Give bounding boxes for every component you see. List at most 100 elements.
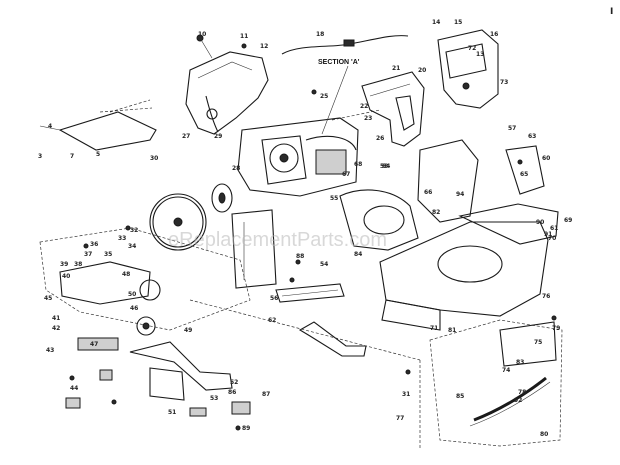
saw-base xyxy=(379,203,559,331)
callout: 31 xyxy=(402,391,410,398)
callout: 81 xyxy=(448,327,456,334)
callout: 55 xyxy=(330,195,338,202)
switch-housing xyxy=(437,29,499,109)
callout: 35 xyxy=(104,251,112,258)
callout: 44 xyxy=(70,385,78,392)
callout: 28 xyxy=(232,165,240,172)
callout: 90 xyxy=(536,219,544,226)
saw-blade xyxy=(149,193,207,251)
callout: 36 xyxy=(90,241,98,248)
callout: 64 xyxy=(382,163,390,170)
callout: 15 xyxy=(454,19,462,26)
callout: 48 xyxy=(122,271,130,278)
callout: 49 xyxy=(184,327,192,334)
callout: 54 xyxy=(320,261,328,268)
callout-labels: 18 10 12 14 15 16 13 11 7 5 4 3 20 21 22… xyxy=(38,19,572,438)
callout: 47 xyxy=(90,341,98,348)
callout: 50 xyxy=(128,291,136,298)
callout: 37 xyxy=(84,251,92,258)
callout: 94 xyxy=(456,191,464,198)
callout: 86 xyxy=(228,389,236,396)
lower-guard xyxy=(231,209,277,289)
hardware-screws xyxy=(69,43,557,431)
callout: 42 xyxy=(52,325,60,332)
callout: 92 xyxy=(514,397,522,404)
callout: 83 xyxy=(516,359,524,366)
callout: 89 xyxy=(242,425,250,432)
base-frame xyxy=(429,319,563,447)
callout: 27 xyxy=(182,133,190,140)
callout: 26 xyxy=(376,135,384,142)
callout: 65 xyxy=(520,171,528,178)
callout: 30 xyxy=(150,155,158,162)
callout: 4 xyxy=(48,123,52,130)
callout: 23 xyxy=(364,115,372,122)
callout: 12 xyxy=(260,43,268,50)
callout: 14 xyxy=(432,19,440,26)
callout: 56 xyxy=(270,295,278,302)
callout: 85 xyxy=(456,393,464,400)
callout: 46 xyxy=(130,305,138,312)
assembly-guides xyxy=(99,107,421,450)
callout: 71 xyxy=(430,325,438,332)
callout: 87 xyxy=(262,391,270,398)
callout: 39 xyxy=(60,261,68,268)
callout: 84 xyxy=(354,251,362,258)
callout: 78 xyxy=(518,389,526,396)
callout: 77 xyxy=(396,415,404,422)
callout: 67 xyxy=(342,171,350,178)
miter-arm-bracket xyxy=(417,139,545,223)
callout: 7 xyxy=(70,153,74,160)
table-extension xyxy=(39,227,251,336)
callout: 75 xyxy=(534,339,542,346)
callout: 45 xyxy=(44,295,52,302)
clamp-parts xyxy=(65,337,251,417)
callout: 32 xyxy=(130,227,138,234)
pointer-arm xyxy=(39,99,157,151)
callout: 43 xyxy=(46,347,54,354)
callout: 13 xyxy=(476,51,484,58)
motor-housing xyxy=(237,117,359,197)
callout: 41 xyxy=(52,315,60,322)
callout: 66 xyxy=(424,189,432,196)
callout: 38 xyxy=(74,261,82,268)
callout: 22 xyxy=(360,103,368,110)
callout: 18 xyxy=(316,31,324,38)
arbor-flange xyxy=(211,183,233,213)
edge-mark: I xyxy=(610,7,613,17)
callout: 88 xyxy=(296,253,304,260)
callout: 82 xyxy=(432,209,440,216)
callout: 53 xyxy=(210,395,218,402)
callout: 80 xyxy=(540,431,548,438)
callout: 40 xyxy=(62,273,70,280)
callout: 29 xyxy=(214,133,222,140)
callout: 70 xyxy=(548,235,556,242)
section-a-label-group: SECTION 'A' xyxy=(318,59,360,135)
callout: 72 xyxy=(468,45,476,52)
callout: 68 xyxy=(354,161,362,168)
callout: 61 xyxy=(550,225,558,232)
callout: 33 xyxy=(118,235,126,242)
callout: 11 xyxy=(240,33,248,40)
callout: 51 xyxy=(168,409,176,416)
callout: 52 xyxy=(230,379,238,386)
upper-blade-guard xyxy=(185,34,269,135)
callout: 16 xyxy=(490,31,498,38)
lock-lever xyxy=(298,321,367,357)
callout: 79 xyxy=(552,325,560,332)
callout: 76 xyxy=(542,293,550,300)
handle-assembly xyxy=(361,71,425,147)
callout: 20 xyxy=(418,67,426,74)
callout: 91 xyxy=(544,231,552,238)
watermark: eReplacementParts.com xyxy=(168,229,387,251)
callout: 74 xyxy=(502,367,510,374)
callout: 3 xyxy=(38,153,42,160)
callout: 60 xyxy=(542,155,550,162)
callout: 21 xyxy=(392,65,400,72)
callout: 62 xyxy=(268,317,276,324)
table-insert xyxy=(275,283,345,303)
arm-bracket xyxy=(339,189,419,251)
callout: 5 xyxy=(96,151,100,158)
